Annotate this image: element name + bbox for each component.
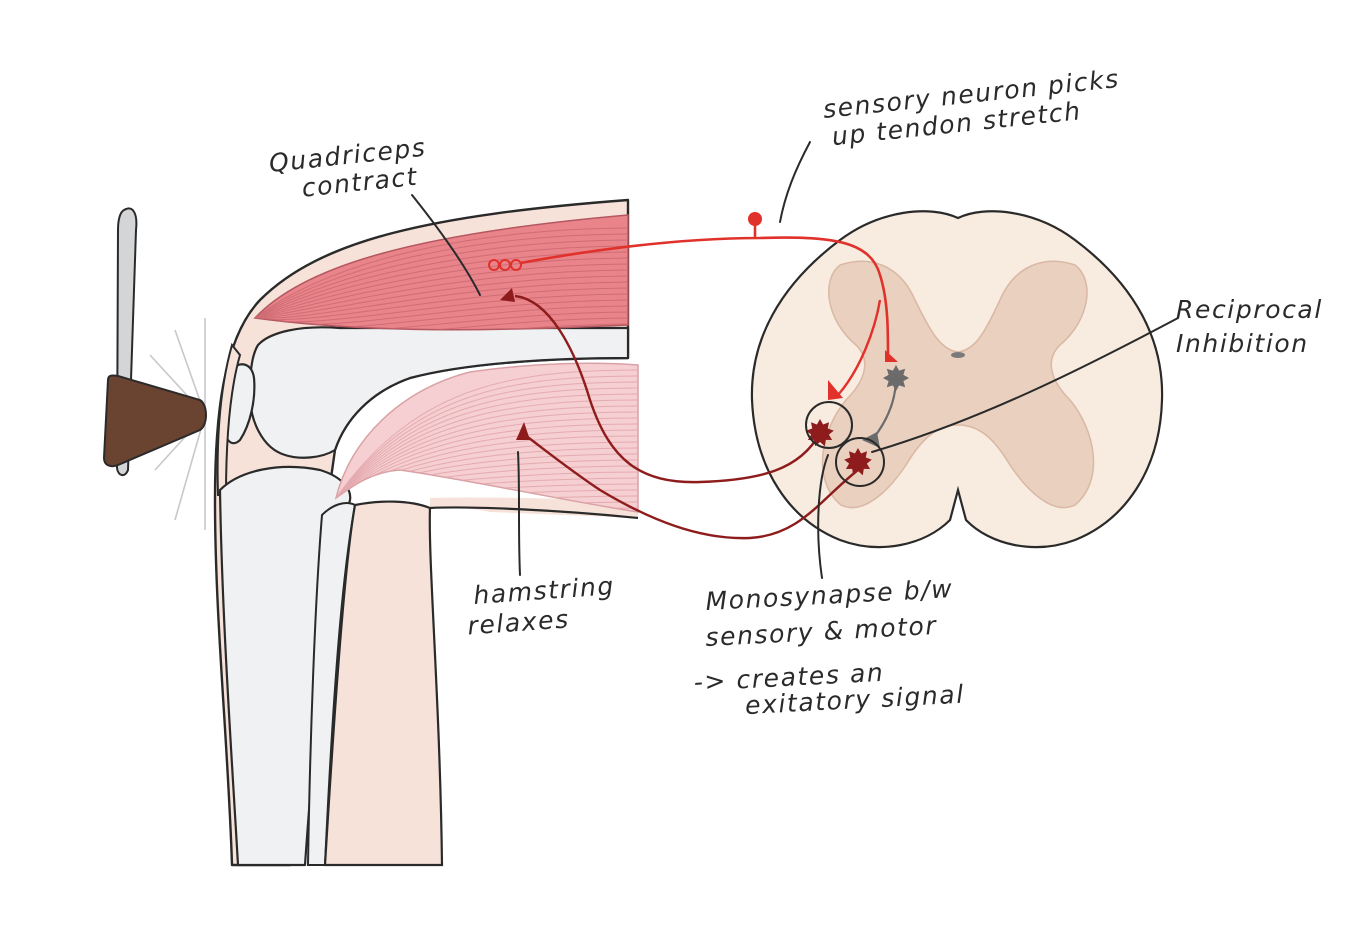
synapse-terminal-icon: [885, 350, 898, 362]
quadriceps-motor-axon: [514, 294, 822, 484]
central-canal: [951, 352, 965, 358]
synapse-terminal-icon: [516, 422, 530, 440]
hammer-head: [102, 374, 207, 468]
monosynapse-label: Monosynapse b/w sensory & motor -> creat…: [689, 574, 969, 723]
calf: [323, 500, 444, 867]
neural-pathways: [488, 212, 909, 540]
reflex-hammer-icon: [102, 207, 207, 530]
reciprocal-inhibition-label: Reciprocal Inhibition: [1176, 295, 1332, 358]
spinal-cord-section: [750, 210, 1164, 549]
hamstring-motor-axon: [524, 434, 859, 540]
synapse-terminal-icon: [828, 380, 843, 400]
sensory-branch: [837, 299, 882, 396]
quadriceps-label: Quadriceps contract: [268, 132, 441, 206]
monosynapse-highlight: [805, 401, 853, 449]
inhibitory-interneuron-cell-body: [883, 365, 909, 391]
hamstring-label: hamstring relaxes: [464, 571, 627, 641]
neuron-cell-body-icon: [748, 212, 762, 226]
quadriceps-motor-neuron-cell-body: [806, 419, 834, 447]
muscle-spindle-icon: [488, 259, 522, 271]
synapse-terminal-icon: [500, 288, 515, 302]
sensory-axon: [519, 236, 890, 356]
quadriceps-muscle: [253, 214, 629, 331]
leg-anatomy: [213, 198, 639, 867]
sensory-neuron-label: sensory neuron picks up tendon stretch: [822, 63, 1134, 152]
leader-lines: [411, 141, 1179, 579]
reciprocal-inhibition-highlight: [835, 437, 885, 487]
hamstring-motor-neuron-cell-body: [844, 448, 872, 476]
